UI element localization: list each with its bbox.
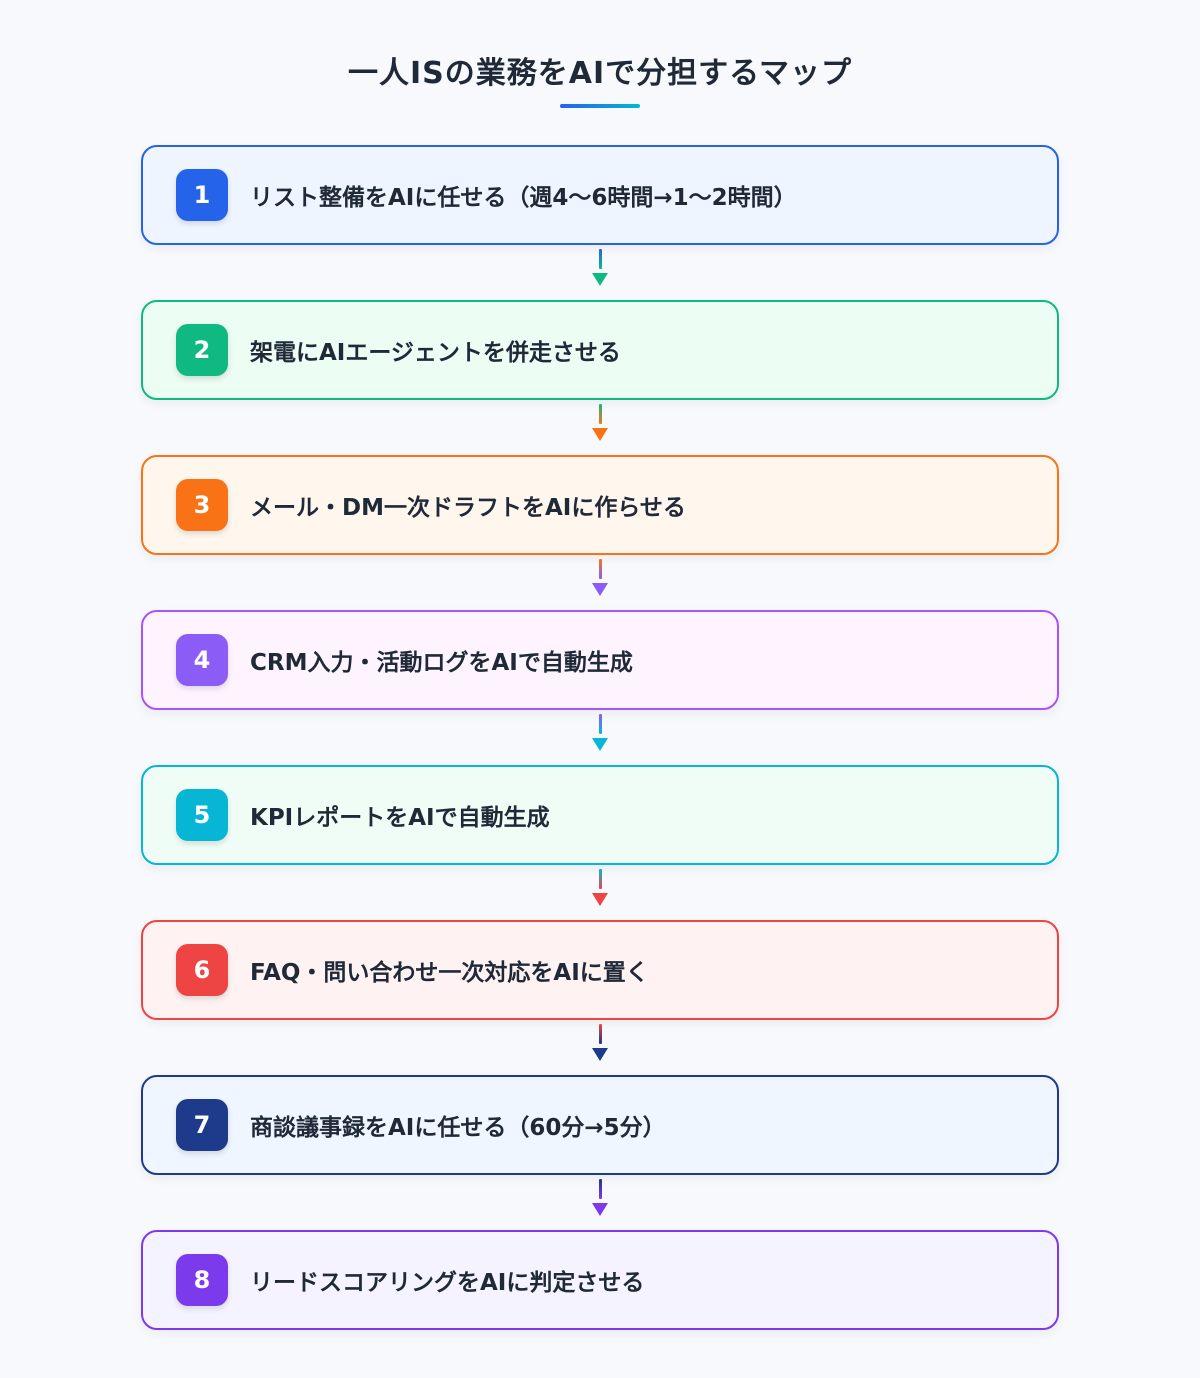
- step-label: リードスコアリングをAIに判定させる: [250, 1270, 645, 1296]
- step-label: KPIレポートをAIで自動生成: [250, 805, 550, 831]
- step-label: メール・DM一次ドラフトをAIに作らせる: [250, 495, 686, 521]
- flow-connector: [592, 1024, 608, 1068]
- step-number-badge: 7: [176, 1099, 228, 1151]
- flow-connector: [592, 869, 608, 913]
- connector-line: [599, 714, 602, 734]
- arrow-down-icon: [592, 893, 608, 906]
- connector-line: [599, 559, 602, 579]
- step-card: 7 商談議事録をAIに任せる（60分→5分）: [141, 1075, 1059, 1175]
- connector-line: [599, 1179, 602, 1199]
- arrow-down-icon: [592, 1048, 608, 1061]
- step-number-badge: 5: [176, 789, 228, 841]
- step-number-badge: 8: [176, 1254, 228, 1306]
- step-card: 3 メール・DM一次ドラフトをAIに作らせる: [141, 455, 1059, 555]
- flow-connector: [592, 249, 608, 293]
- arrow-down-icon: [592, 273, 608, 286]
- arrow-down-icon: [592, 738, 608, 751]
- step-number-badge: 6: [176, 944, 228, 996]
- flow-connector: [592, 714, 608, 758]
- step-card: 5 KPIレポートをAIで自動生成: [141, 765, 1059, 865]
- step-label: FAQ・問い合わせ一次対応をAIに置く: [250, 960, 649, 986]
- flow-connector: [592, 1179, 608, 1223]
- step-card: 2 架電にAIエージェントを併走させる: [141, 300, 1059, 400]
- arrow-down-icon: [592, 428, 608, 441]
- step-label: 架電にAIエージェントを併走させる: [250, 340, 621, 366]
- step-number-badge: 4: [176, 634, 228, 686]
- title-underline: [560, 104, 640, 108]
- connector-line: [599, 869, 602, 889]
- step-number-badge: 1: [176, 169, 228, 221]
- connector-line: [599, 404, 602, 424]
- step-number-badge: 3: [176, 479, 228, 531]
- step-label: リスト整備をAIに任せる（週4〜6時間→1〜2時間）: [250, 185, 797, 211]
- arrow-down-icon: [592, 1203, 608, 1216]
- step-card: 4 CRM入力・活動ログをAIで自動生成: [141, 610, 1059, 710]
- arrow-down-icon: [592, 583, 608, 596]
- step-card: 8 リードスコアリングをAIに判定させる: [141, 1230, 1059, 1330]
- flow-connector: [592, 404, 608, 448]
- flow-connector: [592, 559, 608, 603]
- step-number-badge: 2: [176, 324, 228, 376]
- connector-line: [599, 249, 602, 269]
- step-card: 6 FAQ・問い合わせ一次対応をAIに置く: [141, 920, 1059, 1020]
- step-label: 商談議事録をAIに任せる（60分→5分）: [250, 1115, 666, 1141]
- step-card: 1 リスト整備をAIに任せる（週4〜6時間→1〜2時間）: [141, 145, 1059, 245]
- step-label: CRM入力・活動ログをAIで自動生成: [250, 650, 633, 676]
- connector-line: [599, 1024, 602, 1044]
- page-title: 一人ISの業務をAIで分担するマップ: [348, 56, 852, 91]
